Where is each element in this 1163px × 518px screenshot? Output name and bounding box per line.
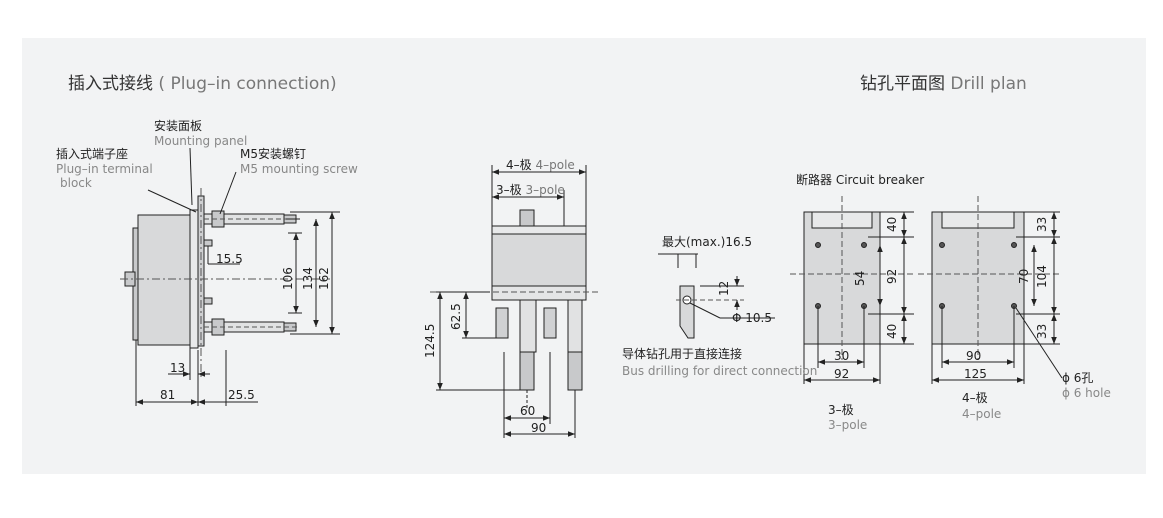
screw-label-en: M5 mounting screw xyxy=(240,162,358,176)
front-view xyxy=(430,165,600,438)
dim-62-5: 62.5 xyxy=(449,303,463,330)
heading-plugin-cn: 插入式接线 xyxy=(68,74,153,94)
heading-plugin-en: ( Plug–in connection) xyxy=(158,74,337,94)
circuit-breaker-cn: 断路器 xyxy=(796,173,833,187)
dim-90-drill: 90 xyxy=(966,349,982,363)
circuit-breaker-label: 断路器 Circuit breaker xyxy=(796,174,924,186)
max-drill-label: 最大(max.)16.5 xyxy=(662,235,753,249)
terminal-block-label-cn: 插入式端子座 xyxy=(56,147,129,161)
hole-label-en: ϕ 6 hole xyxy=(1062,386,1111,400)
screw-label-cn: M5安装螺钉 xyxy=(240,147,306,161)
dim-124-5: 124.5 xyxy=(423,323,437,358)
dim-40-top-3p: 40 xyxy=(885,216,899,232)
dim-125: 125 xyxy=(964,367,987,381)
dim-106: 106 xyxy=(281,267,295,290)
plugin-side-view xyxy=(120,147,340,406)
dim-33-bottom: 33 xyxy=(1035,323,1049,339)
pole4-bottom-cn: 4–极 xyxy=(962,391,988,405)
terminal-block-label-en-2: block xyxy=(60,176,92,190)
pole4-top-label: 4–极 4–pole xyxy=(506,159,575,171)
pole4-top-cn: 4–极 xyxy=(506,158,532,172)
hole-label-cn: ϕ 6孔 xyxy=(1062,371,1094,385)
mounting-panel-label-en: Mounting panel xyxy=(154,134,248,148)
dim-25-5: 25.5 xyxy=(228,388,255,402)
pole3-bottom-en: 3–pole xyxy=(828,418,868,432)
dim-12: 12 xyxy=(717,280,731,296)
pole3-top-en: 3–pole xyxy=(525,183,565,197)
pole3-top-label: 3–极 3–pole xyxy=(496,184,565,196)
pole3-top-cn: 3–极 xyxy=(496,183,522,197)
dim-90-front: 90 xyxy=(531,421,547,435)
heading-plugin: 插入式接线 ( Plug–in connection) xyxy=(68,76,337,93)
dim-92-vertical: 92 xyxy=(885,268,899,284)
dim-92-horizontal: 92 xyxy=(834,367,850,381)
drill-plan-3pole xyxy=(790,196,916,384)
direct-connection-label-cn: 导体钻孔用于直接连接 xyxy=(622,347,743,361)
dim-162: 162 xyxy=(317,267,331,290)
dim-15-5: 15.5 xyxy=(216,252,243,266)
busbar-detail xyxy=(658,253,775,339)
dim-70: 70 xyxy=(1017,268,1031,284)
dim-134: 134 xyxy=(301,267,315,290)
pole4-top-en: 4–pole xyxy=(535,158,575,172)
terminal-block-label-en-1: Plug–in terminal xyxy=(56,162,153,176)
pole3-bottom-cn: 3–极 xyxy=(828,403,854,417)
heading-drill-cn: 钻孔平面图 xyxy=(860,74,945,94)
heading-drill-en: Drill plan xyxy=(950,74,1027,94)
pole4-bottom-en: 4–pole xyxy=(962,407,1002,421)
circuit-breaker-en: Circuit breaker xyxy=(835,173,925,187)
dim-104: 104 xyxy=(1035,265,1049,288)
mounting-panel-label-cn: 安装面板 xyxy=(154,119,203,133)
dim-33-top: 33 xyxy=(1035,216,1049,232)
heading-drill-plan: 钻孔平面图 Drill plan xyxy=(860,76,1027,93)
dim-54: 54 xyxy=(853,270,867,286)
dim-60: 60 xyxy=(520,404,536,418)
dim-81: 81 xyxy=(160,388,176,402)
dim-30: 30 xyxy=(834,349,850,363)
phi-10-5-label: Φ 10.5 xyxy=(732,311,772,325)
direct-connection-label-en: Bus drilling for direct connection xyxy=(622,364,818,378)
dim-13: 13 xyxy=(170,361,186,375)
dim-40-bottom-3p: 40 xyxy=(885,323,899,339)
drill-plan-4pole xyxy=(918,196,1063,384)
